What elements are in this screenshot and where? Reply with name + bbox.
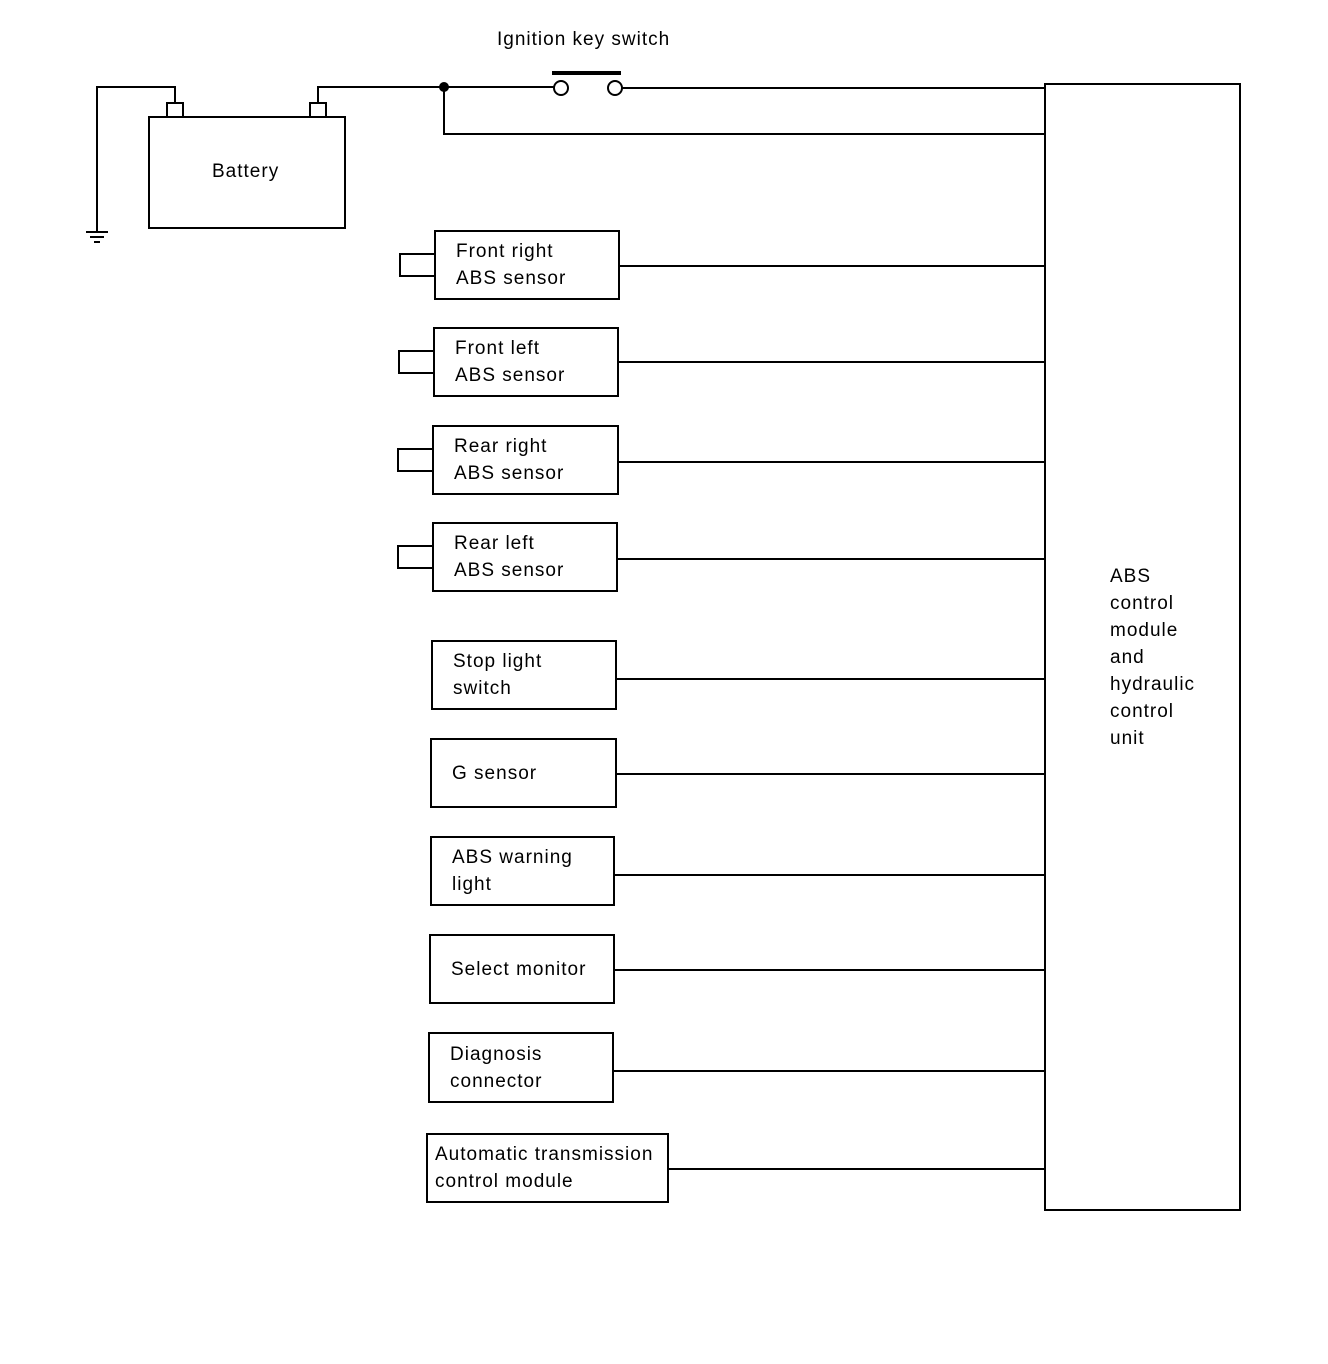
rear-right-abs-sensor-coil-lead	[397, 448, 432, 472]
stop-light-switch-label: Stop light switch	[453, 648, 542, 702]
sensor-coil-leads	[397, 253, 434, 569]
battery-positive-wire	[317, 86, 444, 104]
abs-control-module: ABS control module and hydraulic control unit	[1044, 83, 1241, 1211]
front-left-abs-sensor-coil-lead	[398, 350, 433, 374]
front-right-abs-sensor-coil-lead	[399, 253, 434, 277]
abs-control-module-label-line: and	[1110, 647, 1145, 668]
front-left-abs-sensor-label-line: Front left	[455, 338, 540, 359]
abs-control-module-label-line: control	[1110, 701, 1175, 722]
battery: Battery	[148, 116, 346, 229]
abs-control-module-label-line: ABS	[1110, 566, 1152, 587]
abs-warning-light: ABS warning light	[430, 836, 615, 906]
battery-negative-terminal	[166, 102, 184, 118]
g-sensor: G sensor	[430, 738, 617, 808]
front-left-abs-sensor-label-line: ABS sensor	[455, 365, 566, 386]
select-monitor-label: Select monitor	[451, 956, 586, 983]
direct-battery-feed-wire	[443, 87, 1050, 135]
abs-warning-light-label-line: ABS warning	[452, 847, 573, 868]
g-sensor-label-line: G sensor	[452, 763, 538, 784]
automatic-transmission-control-module-label-line: Automatic transmission	[435, 1144, 654, 1165]
automatic-transmission-control-module-label-line: control module	[435, 1171, 574, 1192]
rear-left-abs-sensor-coil-lead	[397, 545, 432, 569]
front-right-abs-sensor-label-line: Front right	[456, 241, 554, 262]
abs-control-module-label-line: module	[1110, 620, 1179, 641]
ignition-switch-contact-right	[607, 80, 623, 96]
abs-warning-light-label-line: light	[452, 874, 492, 895]
stop-light-switch: Stop light switch	[431, 640, 617, 710]
diagnosis-connector: Diagnosis connector	[428, 1032, 614, 1103]
abs-control-module-label-line: unit	[1110, 728, 1145, 749]
abs-control-module-label-line: hydraulic	[1110, 674, 1196, 695]
component-wires	[614, 265, 1045, 1170]
rear-right-abs-sensor-label-line: ABS sensor	[454, 463, 565, 484]
ground-wire	[96, 86, 176, 232]
battery-positive-terminal	[309, 102, 327, 118]
ignition-switch-contact-left	[553, 80, 569, 96]
select-monitor: Select monitor	[429, 934, 615, 1004]
battery-label: Battery	[212, 161, 280, 182]
rear-left-abs-sensor-label-line: Rear left	[454, 533, 535, 554]
select-monitor-label-line: Select monitor	[451, 959, 587, 980]
diagnosis-connector-label-line: connector	[450, 1071, 543, 1092]
front-right-abs-sensor-label-line: ABS sensor	[456, 268, 567, 289]
stop-light-switch-label-line: Stop light	[453, 651, 543, 672]
diagnosis-connector-label: Diagnosis connector	[450, 1041, 542, 1095]
rear-right-abs-sensor-label-line: Rear right	[454, 436, 548, 457]
rear-left-abs-sensor-label-line: ABS sensor	[454, 560, 565, 581]
stop-light-switch-label-line: switch	[453, 678, 512, 699]
diagnosis-connector-label-line: Diagnosis	[450, 1044, 543, 1065]
abs-control-module-label-line: control	[1110, 593, 1175, 614]
automatic-transmission-control-module-label: Automatic transmission control module	[435, 1141, 653, 1195]
ignition-key-switch-label: Ignition key switch	[497, 29, 671, 50]
g-sensor-label: G sensor	[452, 760, 537, 787]
abs-warning-light-label: ABS warning light	[452, 844, 573, 898]
abs-control-module-label: ABS control module and hydraulic control unit	[1110, 563, 1195, 752]
automatic-transmission-control-module: Automatic transmission control module	[426, 1133, 669, 1203]
